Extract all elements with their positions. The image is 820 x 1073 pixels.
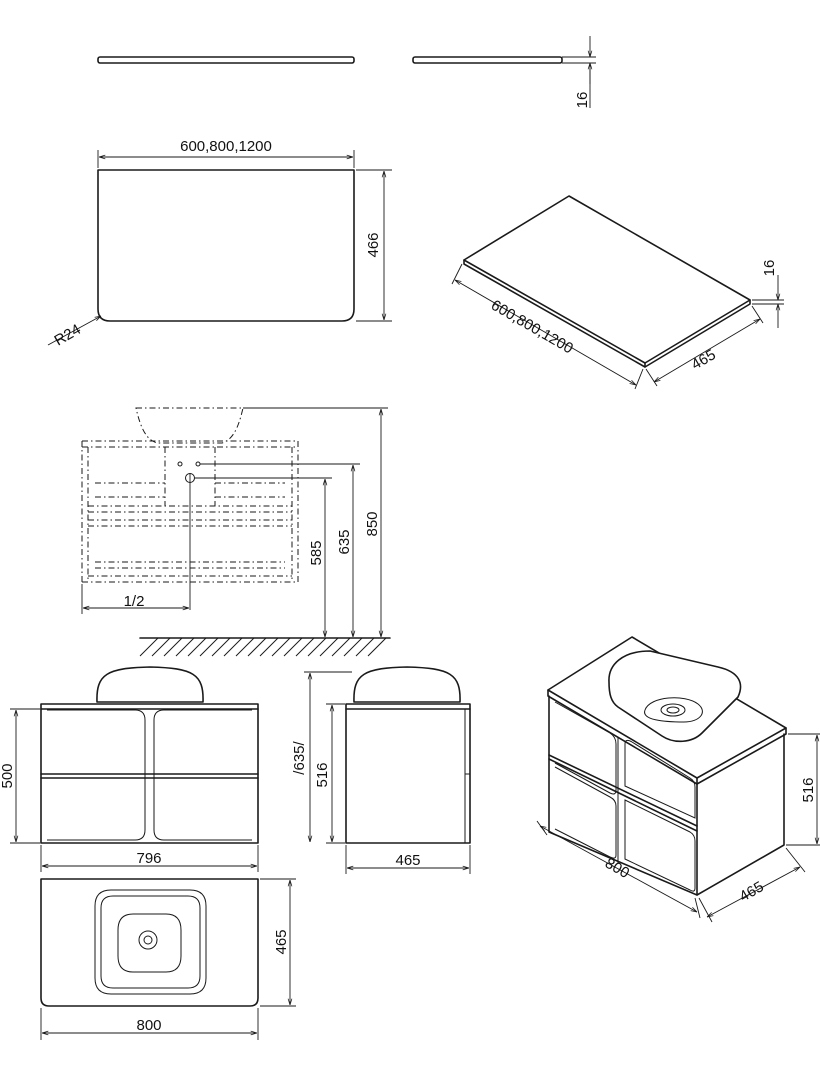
cabinet-front-view: 500 796	[0, 666, 259, 872]
mid-height-label: 635	[336, 529, 353, 554]
iso-cabinet-width-label: 800	[602, 855, 632, 882]
side-height-alt-label: /635/	[291, 740, 308, 774]
iso-slab-depth-label: 465	[689, 346, 719, 373]
half-width-label: 1/2	[124, 593, 145, 610]
cabinet-isometric-view: 516 800 465	[536, 636, 820, 923]
front-width-label: 796	[136, 850, 161, 867]
iso-cabinet-depth-label: 465	[737, 878, 767, 905]
cabinet-side-view: /635/ 516 465	[291, 666, 471, 874]
slab-isometric-view: 600,800,1200 465 16	[451, 195, 784, 390]
slab-width-label: 600,800,1200	[180, 138, 272, 155]
slab-thickness-label: 16	[574, 92, 591, 109]
low-height-label: 585	[308, 540, 325, 565]
side-height-label: 516	[314, 762, 331, 787]
iso-slab-thickness-label: 16	[761, 260, 778, 277]
total-height-label: 850	[364, 511, 381, 536]
slab-plan-view: 600,800,1200 466 R24	[47, 138, 392, 349]
iso-cabinet-height-label: 516	[800, 777, 817, 802]
cabinet-plan-view: 465 800	[40, 878, 296, 1040]
corner-radius-label: R24	[52, 321, 84, 349]
plan-width-label: 800	[136, 1017, 161, 1034]
side-depth-label: 465	[395, 852, 420, 869]
iso-slab-width-label: 600,800,1200	[488, 297, 576, 358]
front-height-label: 500	[0, 763, 16, 788]
installation-elevation: 1/2 850 635 585	[81, 407, 391, 657]
slab-front-edge-view	[97, 56, 355, 64]
slab-side-edge-view: 16	[412, 36, 596, 109]
plan-depth-label: 465	[273, 929, 290, 954]
slab-depth-label: 466	[365, 232, 382, 257]
